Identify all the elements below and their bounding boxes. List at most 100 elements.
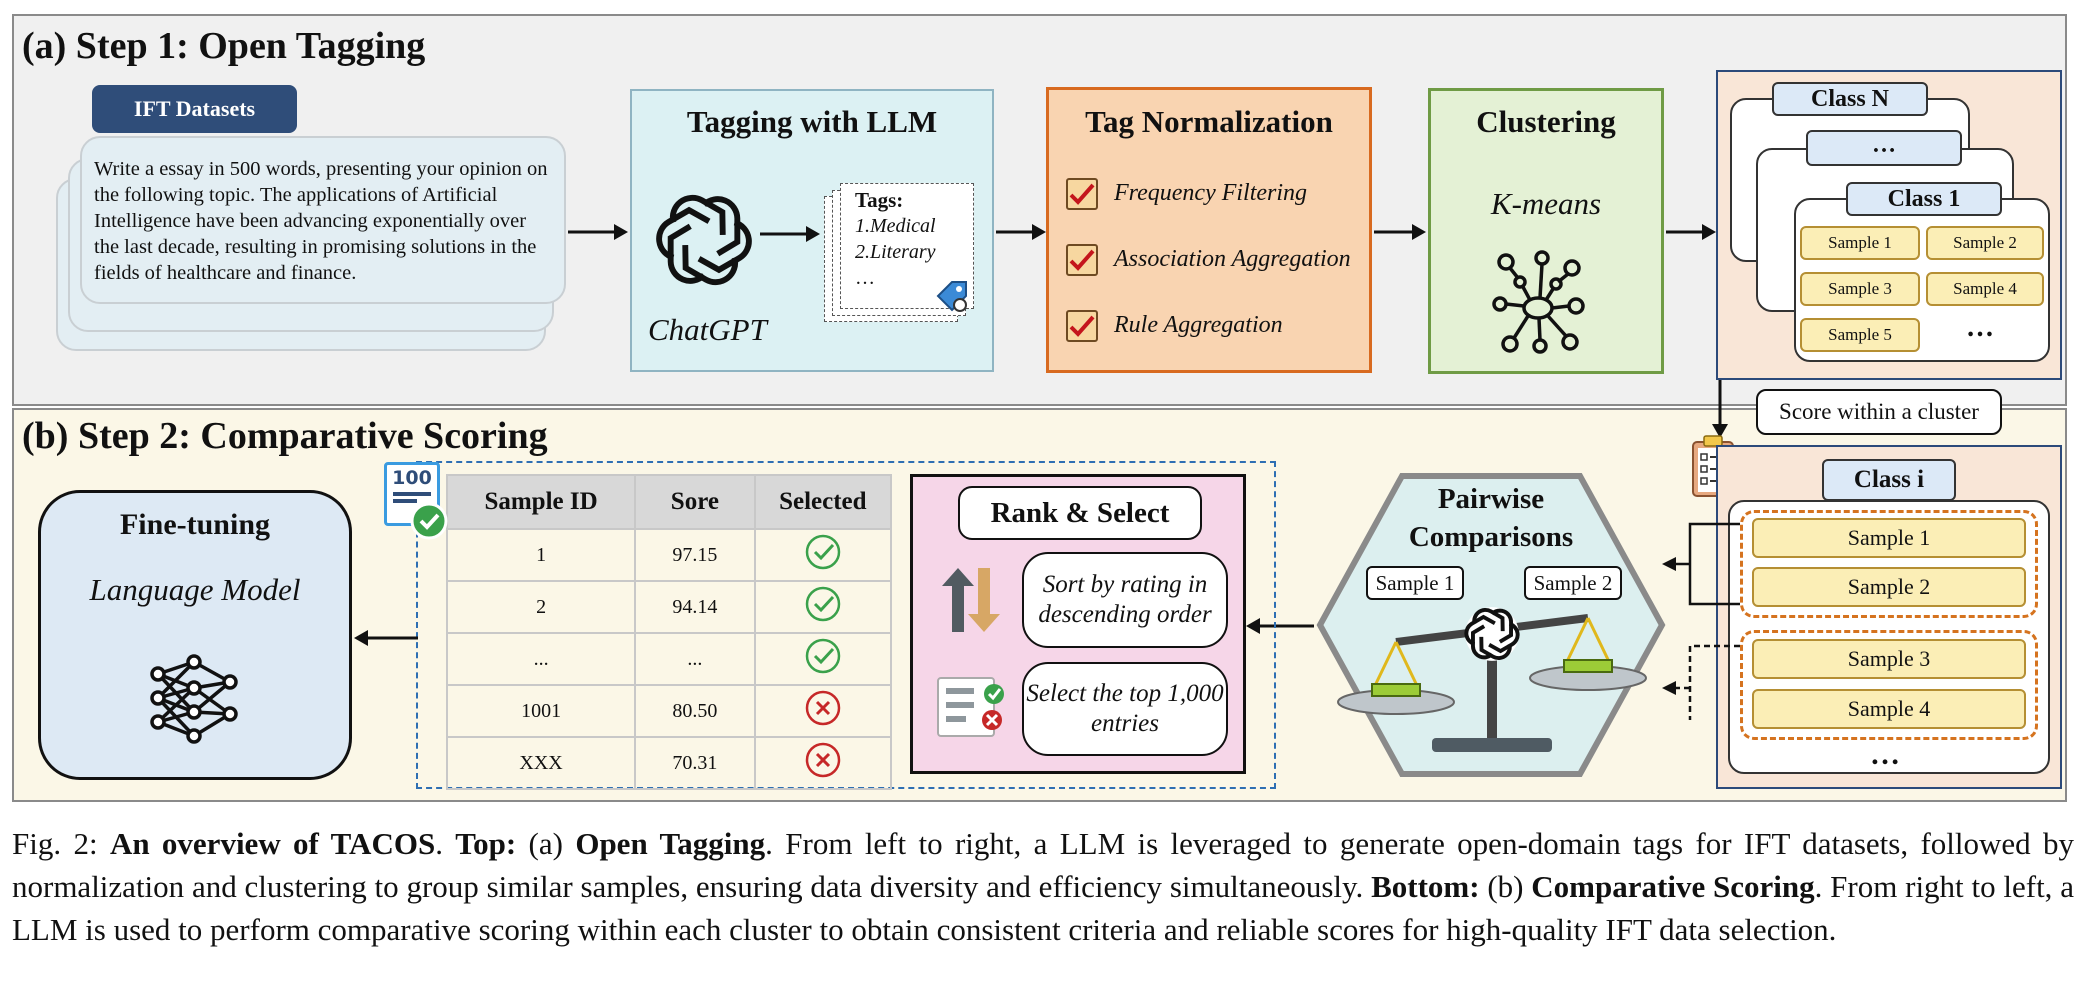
caption-text: . From left to right, a LLM is leveraged… (12, 826, 2074, 904)
class-i-sample: Sample 4 (1752, 689, 2026, 729)
check-circle-icon (753, 632, 893, 686)
finetune-title: Fine-tuning (119, 508, 271, 541)
cell-score: ... (634, 632, 756, 686)
class-i-sample: Sample 1 (1752, 518, 2026, 558)
checkbox-icon (1066, 178, 1098, 210)
sort-arrows-icon (942, 568, 1000, 632)
connector-samples-to-pairwise (1662, 522, 1740, 720)
class-i-sample: Sample 3 (1752, 639, 2026, 679)
cell-score: 80.50 (634, 684, 756, 738)
checkbox-icon (1066, 310, 1098, 342)
class-i-more: … (1870, 738, 1900, 771)
table-header: Selected (753, 474, 893, 530)
caption-fig-label: Fig. 2: (12, 826, 110, 861)
tag-item: 1.Medical (855, 215, 936, 237)
table-header: Sample ID (445, 474, 637, 530)
clustering-title: Clustering (1476, 104, 1616, 139)
arrow-table-to-finetune (354, 630, 418, 646)
score-within-cluster-label: Score within a cluster (1756, 389, 2002, 435)
tag-icon (936, 281, 967, 312)
step1-title: (a) Step 1: Open Tagging (22, 25, 426, 67)
pair-left-sample: Sample 1 (1366, 566, 1464, 600)
tag-item: 2.Literary (855, 241, 936, 263)
network-cluster-icon (1492, 250, 1585, 354)
finetune-subtitle: Language Model (89, 572, 301, 607)
arrow-clustering-to-classes (1666, 224, 1716, 240)
tag-item: … (855, 267, 875, 289)
pair-right-sample: Sample 2 (1524, 566, 1622, 600)
arrow-datasets-to-tagging (568, 224, 628, 240)
check-circle-icon (753, 580, 893, 634)
caption-bottom-label: Bottom: (1371, 869, 1480, 904)
class-n-label: Class N (1772, 82, 1928, 116)
class1-sample: Sample 1 (1800, 226, 1920, 260)
normalization-item: Frequency Filtering (1114, 180, 1308, 206)
arrow-clusters-down (1712, 380, 1728, 438)
tags-header: Tags: (855, 188, 904, 212)
table-header: Sore (634, 474, 756, 530)
caption-text: (b) (1479, 869, 1532, 904)
select-list-icon (937, 677, 1004, 737)
cell-sample-id: 1001 (445, 684, 637, 738)
arrow-tagging-to-normalization (996, 224, 1046, 240)
clustering-box (1428, 88, 1664, 374)
class-mid-label: … (1806, 130, 1962, 166)
class1-sample: Sample 3 (1800, 272, 1920, 306)
class-1-label: Class 1 (1846, 182, 2002, 216)
class1-sample: Sample 4 (1926, 272, 2044, 306)
class-i-label: Class i (1822, 459, 1956, 501)
caption-text: (a) (516, 826, 576, 861)
chatgpt-label: ChatGPT (648, 312, 767, 347)
class1-more: … (1966, 312, 1994, 343)
arrow-pairwise-to-rank (1246, 618, 1314, 634)
cell-score: 70.31 (634, 736, 756, 790)
cross-circle-icon (753, 684, 893, 738)
class1-sample: Sample 5 (1800, 318, 1920, 352)
cell-sample-id: ... (445, 632, 637, 686)
sample-pair-group-1 (1740, 510, 2038, 618)
ift-datasets-label: IFT Datasets (92, 85, 297, 133)
cell-score: 97.15 (634, 528, 756, 582)
clustering-method: K-means (1490, 186, 1602, 221)
table-row: ...... (445, 632, 893, 686)
cross-circle-icon (753, 736, 893, 790)
rank-select-title: Rank & Select (958, 486, 1202, 540)
figure-caption: Fig. 2: An overview of TACOS. Top: (a) O… (12, 822, 2074, 951)
normalization-box (1046, 87, 1372, 373)
class1-sample: Sample 2 (1926, 226, 2044, 260)
caption-top-label: Top: (455, 826, 517, 861)
pairwise-title: Pairwise Comparisons (1312, 480, 1670, 556)
select-description: Select the top 1,000 entries (1022, 662, 1228, 756)
sort-description: Sort by rating in descending order (1022, 552, 1228, 648)
cell-sample-id: XXX (445, 736, 637, 790)
arrow-llm-to-tags (760, 226, 820, 242)
tagging-title: Tagging with LLM (686, 104, 938, 139)
sample-pair-group-2 (1740, 630, 2038, 740)
cell-sample-id: 1 (445, 528, 637, 582)
score-badge-number: 100 (392, 467, 432, 489)
caption-bold: An overview of TACOS (109, 826, 436, 861)
cell-sample-id: 2 (445, 580, 637, 634)
dataset-sample-text: Write a essay in 500 words, presenting y… (80, 136, 566, 304)
cell-score: 94.14 (634, 580, 756, 634)
normalization-item: Rule Aggregation (1114, 312, 1283, 338)
badge-check-icon (410, 502, 448, 540)
pairwise-title-line1: Pairwise (1437, 483, 1545, 515)
normalization-title: Tag Normalization (1085, 104, 1333, 139)
caption-open-tagging: Open Tagging (575, 826, 766, 861)
caption-text: . (435, 826, 456, 861)
openai-logo-icon (656, 194, 752, 286)
caption-text: . From right to left, a LLM is used to p… (12, 869, 2074, 947)
step2-title: (b) Step 2: Comparative Scoring (22, 415, 548, 457)
check-circle-icon (753, 528, 893, 582)
caption-comparative-scoring: Comparative Scoring (1531, 869, 1815, 904)
neural-network-icon (150, 654, 238, 744)
checkbox-icon (1066, 244, 1098, 276)
normalization-item: Association Aggregation (1114, 246, 1351, 272)
